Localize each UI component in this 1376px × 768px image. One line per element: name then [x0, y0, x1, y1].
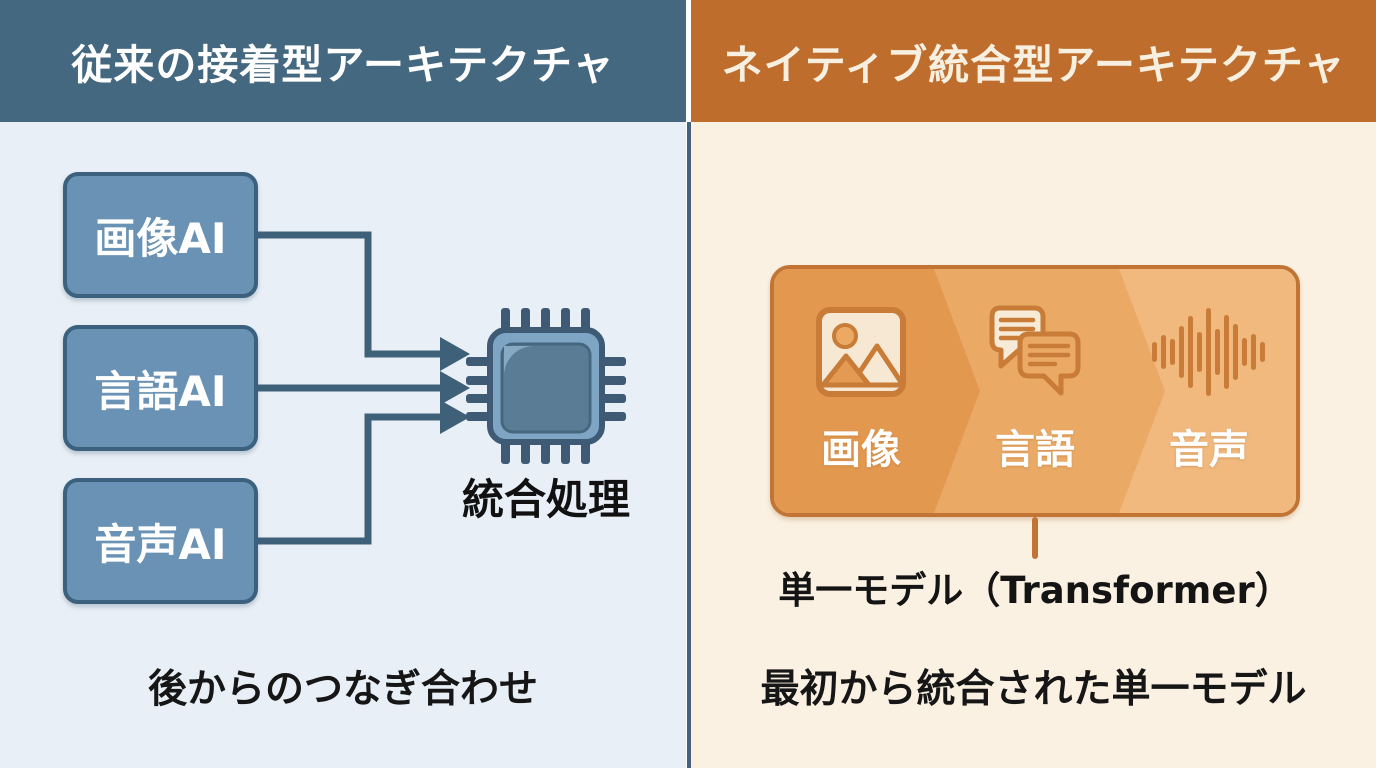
- model-label: 単一モデル（Transformer）: [778, 569, 1292, 612]
- chip-core: [500, 342, 592, 434]
- model-connector-line: [1032, 517, 1038, 559]
- audio-waveform-icon: [1149, 291, 1269, 413]
- connectors-and-chip-graphic: [258, 231, 626, 545]
- panel-divider: [687, 122, 691, 768]
- cpu-chip-icon: [466, 308, 626, 464]
- chat-bubbles-icon: [985, 291, 1085, 413]
- right-caption: 最初から統合された単一モデル: [760, 667, 1307, 712]
- left-caption: 後からのつなぎ合わせ: [147, 667, 538, 712]
- language-ai-box: 言語AI: [63, 325, 258, 451]
- image-ai-label: 画像AI: [94, 213, 227, 263]
- modalities-row: 画像: [774, 269, 1296, 513]
- left-panel-content: 画像AI 言語AI 音声AI: [0, 122, 686, 768]
- image-ai-box: 画像AI: [63, 172, 258, 298]
- connector-lines: [258, 231, 442, 545]
- modality-image: 画像: [774, 269, 948, 513]
- left-panel-title: 従来の接着型アーキテクチャ: [0, 0, 686, 122]
- image-icon: [815, 291, 907, 413]
- header-gap: [686, 0, 691, 122]
- voice-ai-label: 音声AI: [94, 519, 227, 569]
- right-panel-title: ネイティブ統合型アーキテクチャ: [691, 0, 1376, 122]
- chip-core-notch: [504, 346, 534, 376]
- connector-voice-ai: [258, 413, 442, 545]
- arrowhead-bottom: [440, 400, 470, 434]
- language-ai-label: 言語AI: [94, 366, 227, 416]
- arrowhead-middle: [440, 371, 470, 405]
- connector-image-ai: [258, 231, 442, 358]
- modality-language-label: 言語: [995, 427, 1075, 473]
- modality-voice-label: 音声: [1169, 427, 1249, 473]
- modality-image-label: 画像: [821, 427, 901, 473]
- voice-ai-box: 音声AI: [63, 478, 258, 604]
- unified-model-box: 画像: [770, 265, 1300, 517]
- chip-label: 統合処理: [461, 475, 630, 524]
- arrowheads: [440, 337, 470, 434]
- modality-language: 言語: [948, 269, 1122, 513]
- modality-voice: 音声: [1122, 269, 1296, 513]
- right-panel-content: 画像: [691, 122, 1376, 768]
- arrowhead-top: [440, 337, 470, 371]
- native-architecture-panel: ネイティブ統合型アーキテクチャ: [691, 0, 1376, 768]
- traditional-architecture-panel: 従来の接着型アーキテクチャ 画像AI 言語AI 音声AI: [0, 0, 686, 768]
